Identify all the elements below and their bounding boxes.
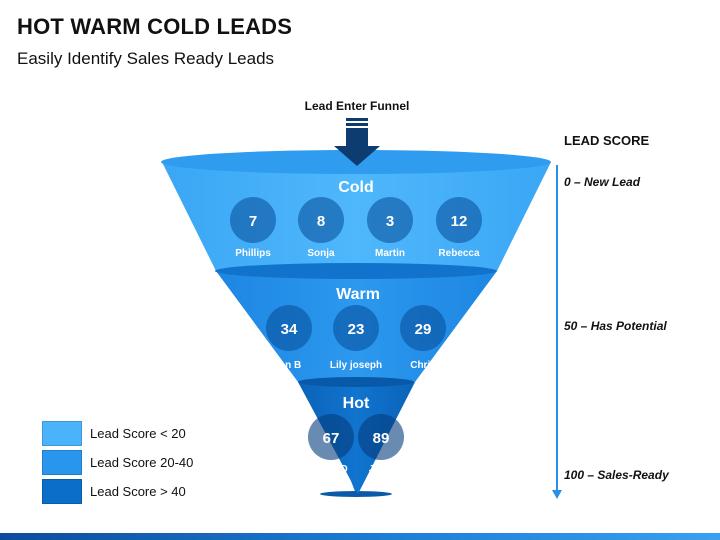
legend-label: Lead Score > 40 [90,484,186,499]
legend-label: Lead Score 20-40 [90,455,194,470]
funnel-cold-section [162,162,551,271]
lead-cold-2: 3 Martin [367,197,413,259]
lead-name: Lily joseph [330,360,382,371]
lead-name: Lana D [314,464,347,475]
legend-swatch [42,479,82,504]
level-title-hot: Hot [343,395,370,412]
lead-name: Rebecca [438,248,480,259]
lead-score: 34 [281,321,298,338]
lead-name: Martin [375,248,405,259]
lead-hot-1: 89 Jerry [358,414,404,475]
lead-score: 23 [348,321,365,338]
level-title-cold: Cold [338,179,374,196]
lead-score: 8 [317,213,325,230]
score-mark-new: 0 – New Lead [564,175,641,189]
legend-swatch [42,450,82,475]
footer-bar [0,533,720,540]
lead-score: 29 [415,321,432,338]
lead-score: 7 [249,213,257,230]
lead-warm-0: 34 Ian B [266,305,312,371]
lead-name: Jerry [369,464,394,475]
score-mark-potential: 50 – Has Potential [564,319,667,333]
legend-item-hot: Lead Score > 40 [42,479,193,504]
score-axis-title: LEAD SCORE [564,133,650,148]
legend-swatch [42,421,82,446]
page-subtitle: Easily Identify Sales Ready Leads [17,49,275,68]
legend: Lead Score < 20 Lead Score 20-40 Lead Sc… [42,421,193,508]
lead-cold-3: 12 Rebecca [436,197,482,259]
funnel-bottom-cap [320,491,392,497]
lead-score: 12 [451,213,468,230]
legend-item-cold: Lead Score < 20 [42,421,193,446]
entry-label: Lead Enter Funnel [305,99,410,113]
funnel-divider-warm-hot [298,377,414,387]
funnel-hot-body [298,382,415,494]
entry-arrow-icon [334,118,380,166]
lead-cold-0: 7 Phillips [230,197,276,259]
legend-label: Lead Score < 20 [90,426,186,441]
level-title-warm: Warm [336,286,380,303]
lead-score: 89 [373,430,390,447]
lead-score: 3 [386,213,394,230]
lead-cold-1: 8 Sonja [298,197,344,259]
lead-name: Phillips [235,248,271,259]
score-axis-arrow-icon [552,490,562,499]
lead-hot-0: 67 Lana D [308,414,354,475]
lead-warm-2: 29 Chris [400,305,446,371]
lead-name: Sonja [307,248,335,259]
score-mark-ready: 100 – Sales-Ready [564,468,670,482]
page-title: HOT WARM COLD LEADS [17,14,293,39]
funnel-divider-cold-warm [215,263,497,279]
lead-name: Ian B [277,360,301,371]
lead-score: 67 [323,430,340,447]
lead-warm-1: 23 Lily joseph [330,305,382,371]
lead-name: Chris [410,360,436,371]
legend-item-warm: Lead Score 20-40 [42,450,193,475]
